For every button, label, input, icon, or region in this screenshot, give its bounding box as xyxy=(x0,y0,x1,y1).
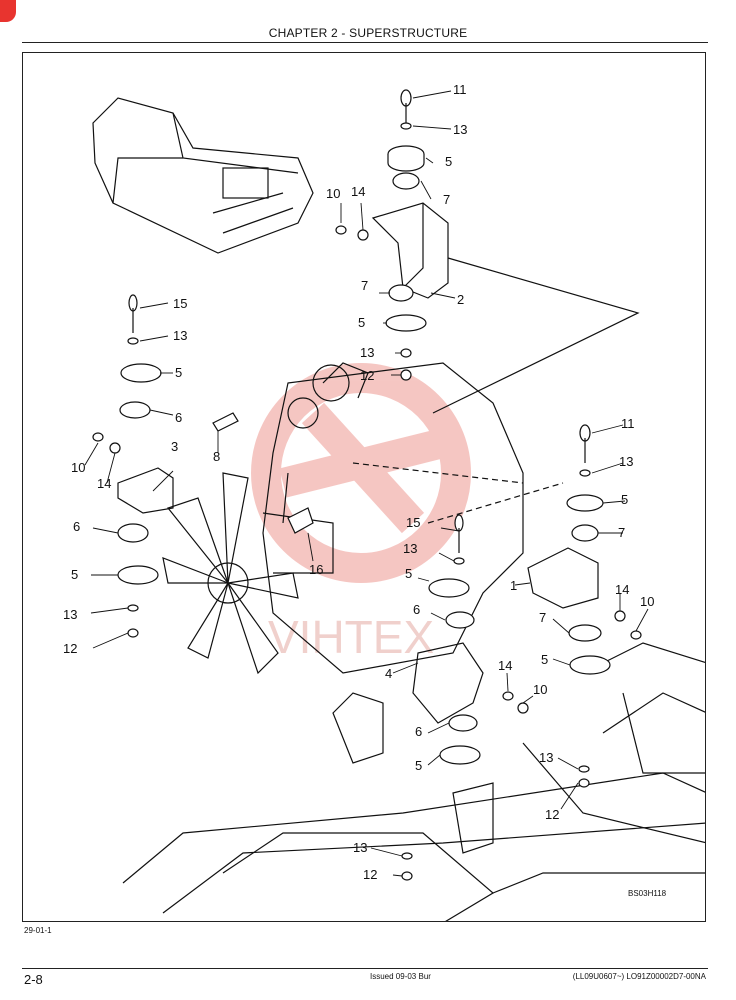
callout-15-left: 15 xyxy=(173,296,188,311)
callout-13-lower-right: 13 xyxy=(539,750,554,765)
callout-13-left: 13 xyxy=(173,328,188,343)
diagram-drawing: VIHTEX xyxy=(84,89,705,921)
callout-5-bottom: 5 xyxy=(415,758,423,773)
callout-13-top: 13 xyxy=(453,122,468,137)
callout-6-left: 6 xyxy=(175,410,183,425)
callout-11-right: 11 xyxy=(621,416,635,431)
callout-14-left: 14 xyxy=(97,476,112,491)
callout-3: 3 xyxy=(171,439,179,454)
document-code: (LL09U0607~) LO91Z00002D7-00NA xyxy=(572,972,706,981)
callout-10-top: 10 xyxy=(326,186,341,201)
callout-10-right: 10 xyxy=(640,594,655,609)
watermark-text: VIHTEX xyxy=(268,611,434,663)
callout-5-left: 5 xyxy=(175,365,183,380)
callout-12-lower-right: 12 xyxy=(545,807,560,822)
callout-6-bottom: 6 xyxy=(415,724,423,739)
callout-7-top: 7 xyxy=(443,192,451,207)
callout-14-top: 14 xyxy=(351,184,366,199)
machine-overview-inset xyxy=(92,97,314,254)
callout-14-lower: 14 xyxy=(498,658,513,673)
callout-5-center: 5 xyxy=(405,566,413,581)
callout-13-bottom: 13 xyxy=(353,840,368,855)
cooling-fan xyxy=(162,472,299,675)
callout-2: 2 xyxy=(457,292,465,307)
leader-line-bracket-2 xyxy=(432,257,640,414)
callout-12-lower-left: 12 xyxy=(63,641,78,656)
callout-13-lower-left: 13 xyxy=(63,607,78,622)
callout-8: 8 xyxy=(213,449,221,464)
callout-13-upper: 13 xyxy=(360,345,375,360)
callout-7-right: 7 xyxy=(618,525,626,540)
callout-1: 1 xyxy=(510,578,518,593)
figure-reference: 29-01-1 xyxy=(24,926,52,935)
mount-bracket-4 xyxy=(412,642,484,724)
callout-7-lower-right: 7 xyxy=(539,610,547,625)
mount-bracket-3 xyxy=(117,467,174,514)
callout-leaders xyxy=(84,90,649,877)
callout-7-upper: 7 xyxy=(361,278,369,293)
exploded-parts-diagram: VIHTEX xyxy=(22,52,706,922)
callout-5-lower-left: 5 xyxy=(71,567,79,582)
callout-14-right: 14 xyxy=(615,582,630,597)
callout-12-upper: 12 xyxy=(360,368,375,383)
issued-date: Issued 09-03 Bur xyxy=(370,972,431,981)
chapter-header: CHAPTER 2 - SUPERSTRUCTURE xyxy=(268,26,468,40)
callout-6-center: 6 xyxy=(413,602,421,617)
callout-11-top: 11 xyxy=(453,82,467,97)
chapter-tab-marker xyxy=(0,0,16,22)
mount-bracket-1 xyxy=(527,547,599,609)
callout-13-center: 13 xyxy=(403,541,418,556)
callout-15-center: 15 xyxy=(406,515,421,530)
callout-10-left: 10 xyxy=(71,460,86,475)
footer-rule xyxy=(22,968,708,969)
callout-5-right: 5 xyxy=(621,492,629,507)
callout-13-right: 13 xyxy=(619,454,634,469)
header-rule xyxy=(22,42,708,43)
mount-hardware xyxy=(92,89,642,881)
page-number: 2-8 xyxy=(24,972,43,987)
callout-6-lower-left: 6 xyxy=(73,519,81,534)
callout-5-upper: 5 xyxy=(358,315,366,330)
upper-frame-chassis xyxy=(122,642,705,921)
mount-bracket-2 xyxy=(371,202,449,299)
callout-4: 4 xyxy=(385,666,393,681)
callout-5-top: 5 xyxy=(445,154,453,169)
watermark-logo xyxy=(251,363,471,583)
callout-12-bottom: 12 xyxy=(363,867,378,882)
dashed-link-line xyxy=(427,482,564,524)
figure-code: BS03H118 xyxy=(628,889,667,898)
callout-16: 16 xyxy=(309,562,324,577)
callout-5-lower-right: 5 xyxy=(541,652,549,667)
callout-10-lower: 10 xyxy=(533,682,548,697)
